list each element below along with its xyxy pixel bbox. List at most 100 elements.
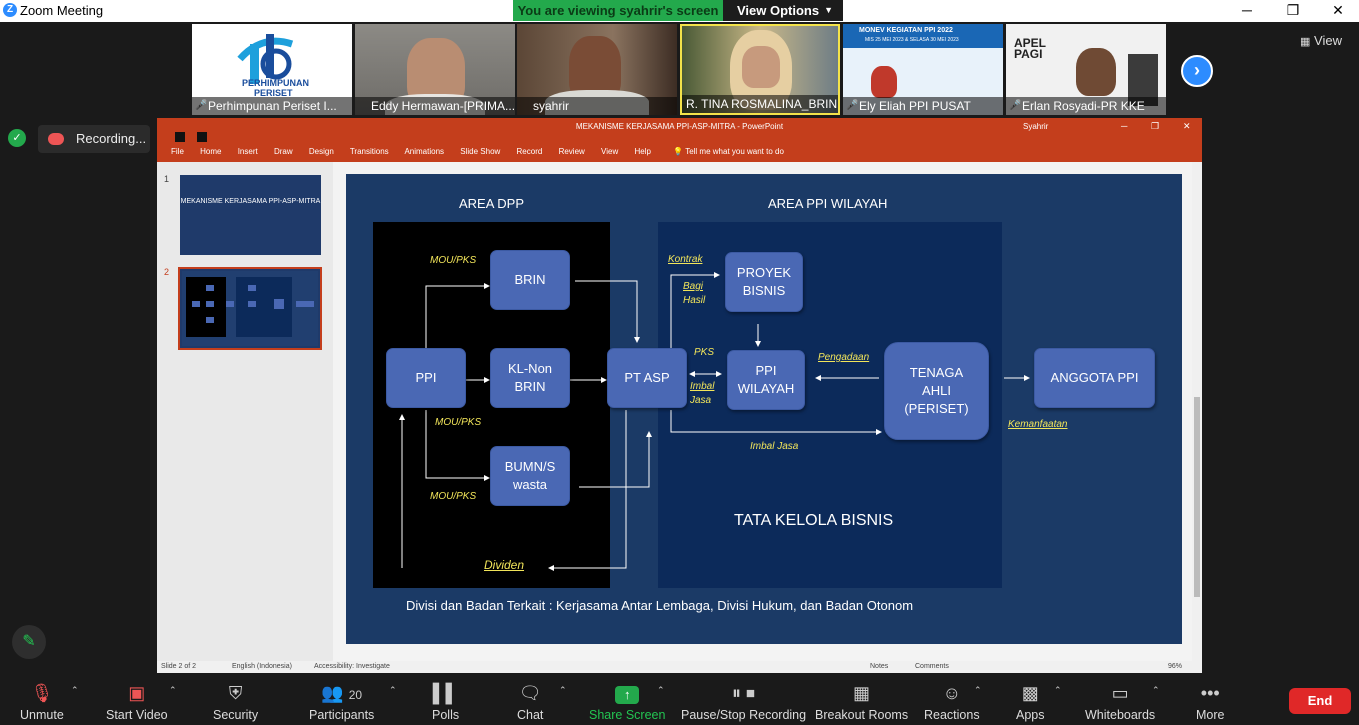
- recording-icon: [48, 133, 64, 145]
- muted-mic-icon: 🎤: [846, 100, 859, 111]
- ppt-menu-draw[interactable]: Draw: [273, 147, 293, 156]
- ppt-scrollbar[interactable]: [1192, 162, 1202, 661]
- audio-options-chevron[interactable]: ⌃: [71, 685, 79, 695]
- zoom-logo-icon: Z: [3, 3, 17, 17]
- status-notes[interactable]: Notes: [870, 663, 889, 670]
- participant-name: 🎤Perhimpunan Periset I...: [192, 97, 352, 115]
- box-brin: BRIN: [490, 250, 570, 310]
- label-hasil: Hasil: [683, 295, 706, 306]
- ppt-menu-review[interactable]: Review: [558, 147, 585, 156]
- view-options-button[interactable]: View Options▼: [723, 0, 843, 21]
- participant-name: syahrir: [517, 97, 677, 115]
- whiteboards-options-chevron[interactable]: ⌃: [1152, 685, 1160, 695]
- start-video-button[interactable]: ▣Start Video: [106, 683, 168, 722]
- label-pengadaan: Pengadaan: [818, 352, 870, 363]
- breakout-rooms-button[interactable]: ▦Breakout Rooms: [815, 683, 909, 722]
- ppt-close-icon[interactable]: ✕: [1183, 121, 1191, 131]
- ppt-menu-animations[interactable]: Animations: [404, 147, 445, 156]
- label-dividen: Dividen: [484, 558, 525, 572]
- ppt-menu-file[interactable]: File: [171, 147, 184, 156]
- participant-tile-active[interactable]: R. TINA ROSMALINA_BRIN: [680, 24, 840, 115]
- slide-footer-text: Divisi dan Badan Terkait : Kerjasama Ant…: [406, 598, 914, 613]
- participant-name: 🎤Erlan Rosyadi-PR KKE: [1006, 97, 1166, 115]
- box-pt-asp: PT ASP: [607, 348, 687, 408]
- ppt-user-name: Syahrir: [1023, 122, 1049, 131]
- pause-stop-recording-button[interactable]: ⏸ ⏹Pause/Stop Recording: [681, 683, 807, 722]
- label-imbal: Imbal: [690, 381, 715, 392]
- ppt-menu-home[interactable]: Home: [200, 147, 222, 156]
- status-zoom[interactable]: 96%: [1168, 663, 1183, 670]
- participant-video: [871, 66, 897, 98]
- ppt-menu-insert[interactable]: Insert: [237, 147, 258, 156]
- maximize-button[interactable]: ❐: [1286, 2, 1300, 18]
- monev-subtext: MIS 25 MEI 2023 & SELASA 30 MEI 2023: [865, 37, 959, 43]
- polls-button[interactable]: ▌▌Polls: [432, 683, 460, 722]
- video-options-chevron[interactable]: ⌃: [169, 685, 177, 695]
- stop-share-icon[interactable]: [197, 132, 207, 142]
- slide-thumbnail-2-selected[interactable]: [178, 267, 322, 350]
- next-page-button[interactable]: ›: [1181, 55, 1213, 87]
- ppt-menu-view[interactable]: View: [601, 147, 619, 156]
- chat-button[interactable]: 🗨Chat: [517, 683, 544, 722]
- label-jasa: Jasa: [690, 395, 712, 406]
- whiteboards-button[interactable]: ▭Whiteboards: [1085, 683, 1156, 722]
- view-button[interactable]: ▦ View: [1300, 33, 1342, 48]
- status-language[interactable]: English (Indonesia): [232, 663, 292, 670]
- breakout-rooms-icon: ▦: [853, 683, 871, 703]
- slide-thumbnail-1[interactable]: MEKANISME KERJASAMA PPI-ASP-MITRA: [180, 175, 321, 255]
- ppt-tell-me[interactable]: 💡 Tell me what you want to do: [673, 147, 784, 156]
- participants-options-chevron[interactable]: ⌃: [389, 685, 397, 695]
- connector-lines: [399, 272, 1030, 571]
- security-button[interactable]: ⛨Security: [213, 683, 259, 722]
- share-screen-button[interactable]: ↑Share Screen: [589, 682, 665, 722]
- shield-icon: ⛨: [228, 683, 243, 703]
- annotate-pencil-icon[interactable]: ✎: [12, 625, 46, 659]
- muted-mic-icon: 🎙: [30, 683, 54, 703]
- participant-face: [742, 46, 780, 88]
- ppt-menu-slideshow[interactable]: Slide Show: [460, 147, 501, 156]
- slide-number: 2: [164, 267, 170, 277]
- ppt-menu-transitions[interactable]: Transitions: [349, 147, 389, 156]
- label-mou-pks-kl: MOU/PKS: [435, 417, 482, 428]
- participant-tile[interactable]: MONEV KEGIATAN PPI 2022 MIS 25 MEI 2023 …: [843, 24, 1003, 115]
- minimize-button[interactable]: ─: [1242, 2, 1252, 18]
- unmute-button[interactable]: 🎙Unmute: [20, 683, 64, 722]
- ppt-status-bar: Slide 2 of 2 English (Indonesia) Accessi…: [157, 661, 1202, 673]
- muted-mic-icon: 🎤: [195, 100, 208, 111]
- ppt-minimize-icon[interactable]: ─: [1121, 121, 1128, 131]
- chat-options-chevron[interactable]: ⌃: [559, 685, 567, 695]
- ppt-maximize-icon[interactable]: ❐: [1151, 121, 1160, 131]
- end-meeting-button[interactable]: End: [1289, 688, 1351, 714]
- label-bagi: Bagi: [683, 281, 704, 292]
- status-comments[interactable]: Comments: [915, 663, 949, 670]
- reactions-options-chevron[interactable]: ⌃: [974, 685, 982, 695]
- chevron-down-icon: ▼: [824, 5, 833, 15]
- close-button[interactable]: ✕: [1332, 2, 1344, 18]
- status-accessibility[interactable]: Accessibility: Investigate: [314, 663, 390, 670]
- viewing-screen-banner: You are viewing syahrir's screen: [513, 0, 723, 21]
- share-screen-icon: ↑: [589, 682, 665, 704]
- participant-tile[interactable]: PERHIMPUNAN PERISET 🎤Perhimpunan Periset…: [192, 24, 352, 115]
- reactions-button[interactable]: ☺Reactions: [924, 683, 980, 722]
- share-options-chevron[interactable]: ⌃: [657, 685, 665, 695]
- box-ppi: PPI: [386, 348, 466, 408]
- ppt-menu-design[interactable]: Design: [308, 147, 334, 156]
- label-mou-pks-brin: MOU/PKS: [430, 255, 477, 266]
- more-button[interactable]: •••More: [1196, 683, 1225, 722]
- apps-button[interactable]: ▩Apps: [1016, 683, 1045, 722]
- recording-indicator[interactable]: Recording...: [38, 125, 150, 153]
- apps-options-chevron[interactable]: ⌃: [1054, 685, 1062, 695]
- participant-tile[interactable]: syahrir: [517, 24, 677, 115]
- apps-icon: ▩: [1021, 683, 1039, 703]
- ppt-menu-record[interactable]: Record: [516, 147, 543, 156]
- participant-tile[interactable]: Eddy Hermawan-[PRIMA...: [355, 24, 515, 115]
- ppt-menu-help[interactable]: Help: [634, 147, 651, 156]
- pause-share-icon[interactable]: [175, 132, 185, 142]
- box-anggota-ppi: ANGGOTA PPI: [1034, 348, 1155, 408]
